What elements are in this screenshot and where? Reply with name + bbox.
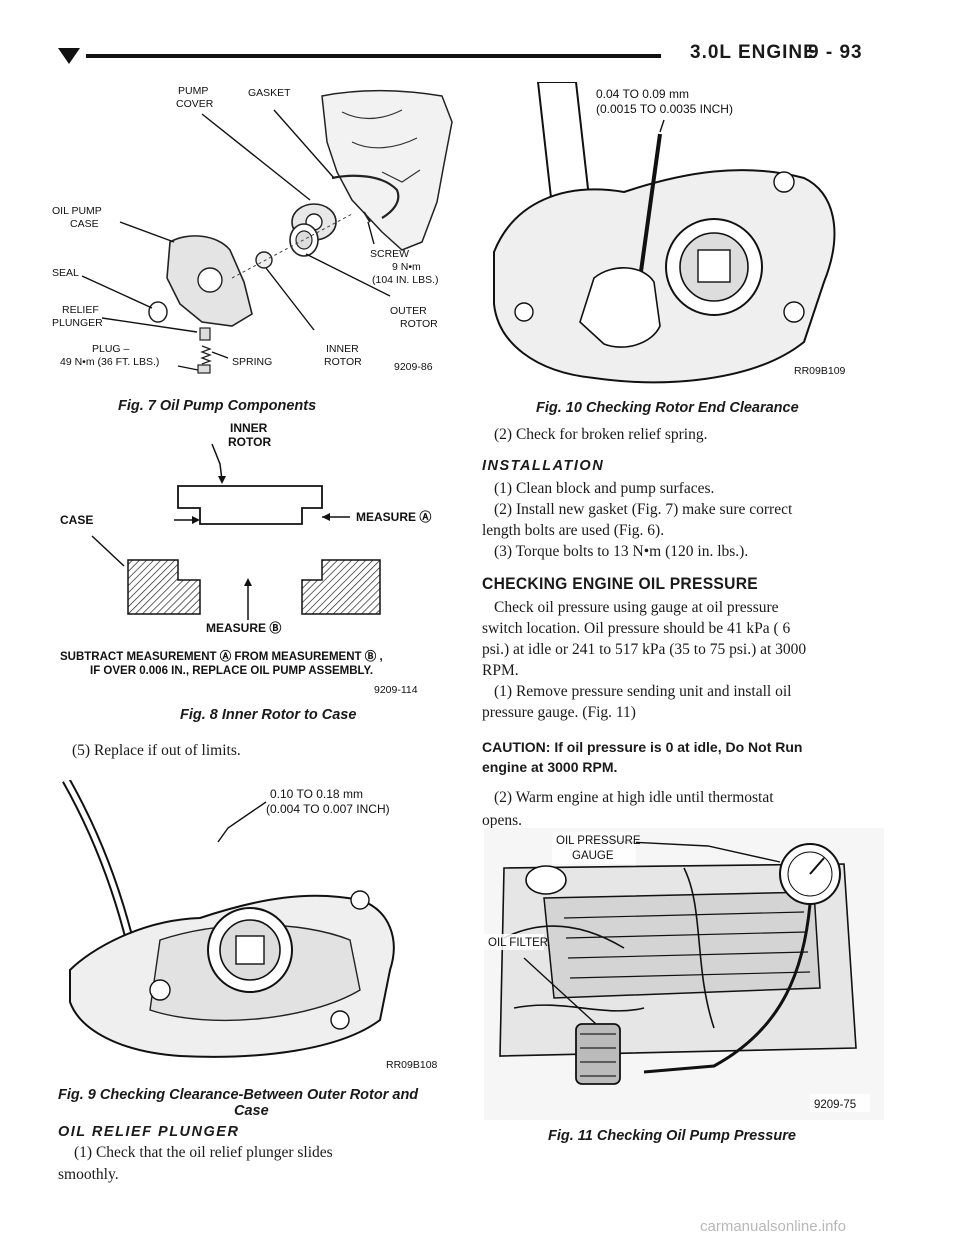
fig7-label-relief-plunger: RELIEF	[62, 304, 99, 316]
pressure-para-line4: RPM.	[482, 662, 519, 679]
fig7-label-screw-torque: 9 N•m	[392, 261, 421, 273]
fig7-caption: Fig. 7 Oil Pump Components	[118, 398, 317, 414]
fig7-label-pump-cover-2: COVER	[176, 98, 214, 110]
fig8-label-inner-rotor: INNER	[230, 421, 268, 435]
fig8-code: 9209-114	[374, 684, 418, 696]
fig7-label-inner-rotor-2: ROTOR	[324, 356, 362, 368]
fig9-spec-inch: (0.004 TO 0.007 INCH)	[266, 802, 390, 816]
pressure-step2-line2: opens.	[482, 812, 523, 829]
fig11-code: 9209-75	[814, 1099, 856, 1111]
fig9-checking-clearance-illustration: 0.10 TO 0.18 mm (0.004 TO 0.007 INCH) RR…	[62, 780, 438, 1071]
fig7-label-gasket: GASKET	[248, 87, 291, 99]
fig7-label-screw-torque-in: (104 IN. LBS.)	[372, 274, 439, 286]
pressure-para-line2: switch location. Oil pressure should be …	[482, 620, 791, 637]
fig8-inner-rotor-to-case-diagram: INNER ROTOR CASE MEASURE Ⓐ MEASURE Ⓑ SUB…	[60, 421, 431, 696]
header-triangle-icon	[58, 48, 80, 64]
pressure-para-line3: psi.) at idle or 241 to 517 kPa (35 to 7…	[482, 641, 807, 658]
step-replace-if-out-of-limits: (5) Replace if out of limits.	[72, 742, 241, 759]
oil-relief-step1-line1: (1) Check that the oil relief plunger sl…	[74, 1144, 333, 1161]
fig7-label-spring: SPRING	[232, 356, 272, 368]
installation-heading: INSTALLATION	[482, 458, 605, 474]
fig7-label-inner-rotor: INNER	[326, 343, 359, 355]
fig7-label-oil-pump-case-2: CASE	[70, 218, 99, 230]
fig10-checking-rotor-end-clearance-illustration: 0.04 TO 0.09 mm (0.0015 TO 0.0035 INCH) …	[493, 82, 846, 384]
fig10-spec-mm: 0.04 TO 0.09 mm	[596, 87, 689, 101]
fig7-label-relief-plunger-2: PLUNGER	[52, 317, 103, 329]
oil-relief-step1-line2: smoothly.	[58, 1166, 119, 1183]
fig7-label-oil-pump-case: OIL PUMP	[52, 205, 102, 217]
page-number: 9 - 93	[808, 42, 863, 63]
fig10-spec-inch: (0.0015 TO 0.0035 INCH)	[596, 102, 733, 116]
fig8-label-measure-b: MEASURE Ⓑ	[206, 620, 281, 635]
pressure-step1-line1: (1) Remove pressure sending unit and ins…	[494, 683, 792, 700]
fig8-label-case: CASE	[60, 513, 93, 527]
fig11-caption: Fig. 11 Checking Oil Pump Pressure	[548, 1128, 796, 1144]
fig8-note-line1: SUBTRACT MEASUREMENT Ⓐ FROM MEASUREMENT …	[60, 649, 383, 663]
fig9-spec-mm: 0.10 TO 0.18 mm	[270, 787, 363, 801]
footer-watermark[interactable]: carmanualsonline.info	[700, 1218, 846, 1235]
caution-line2: engine at 3000 RPM.	[482, 759, 618, 775]
header-rule	[86, 54, 661, 58]
fig7-oil-pump-components-illustration: PUMP COVER GASKET OIL PUMP CASE SEAL REL…	[52, 85, 453, 374]
step-check-broken-relief-spring: (2) Check for broken relief spring.	[494, 426, 708, 443]
fig8-note-line2: IF OVER 0.006 IN., REPLACE OIL PUMP ASSE…	[90, 665, 373, 677]
installation-step3: (3) Torque bolts to 13 N•m (120 in. lbs.…	[494, 543, 749, 560]
oil-relief-plunger-heading: OIL RELIEF PLUNGER	[58, 1124, 240, 1140]
fig9-code: RR09B108	[386, 1059, 438, 1071]
fig8-caption: Fig. 8 Inner Rotor to Case	[180, 707, 357, 723]
pressure-para-line1: Check oil pressure using gauge at oil pr…	[494, 599, 779, 616]
fig11-checking-oil-pump-pressure-illustration: OIL PRESSURE GAUGE OIL FILTER 9209-75	[484, 828, 884, 1120]
section-title: 3.0L ENGINE	[690, 42, 817, 63]
fig7-code: 9209-86	[394, 361, 433, 373]
pressure-step1-line2: pressure gauge. (Fig. 11)	[482, 704, 636, 721]
fig7-label-outer-rotor: OUTER	[390, 305, 427, 317]
fig7-label-screw: SCREW	[370, 248, 409, 260]
installation-step2-line2: length bolts are used (Fig. 6).	[482, 522, 665, 539]
fig7-label-outer-rotor-2: ROTOR	[400, 318, 438, 330]
caution-line1: CAUTION: If oil pressure is 0 at idle, D…	[482, 739, 803, 755]
installation-step1: (1) Clean block and pump surfaces.	[494, 480, 715, 497]
pressure-step2-line1: (2) Warm engine at high idle until therm…	[494, 789, 774, 806]
fig7-label-seal: SEAL	[52, 267, 79, 279]
fig10-code: RR09B109	[794, 365, 846, 377]
fig10-caption: Fig. 10 Checking Rotor End Clearance	[536, 400, 799, 416]
checking-oil-pressure-heading: CHECKING ENGINE OIL PRESSURE	[482, 574, 758, 593]
fig8-label-inner-rotor-2: ROTOR	[228, 435, 271, 449]
fig11-label-oil-pressure-gauge-2: GAUGE	[572, 850, 614, 862]
fig7-label-plug-torque: 49 N•m (36 FT. LBS.)	[60, 356, 159, 368]
installation-step2-line1: (2) Install new gasket (Fig. 7) make sur…	[494, 501, 793, 518]
fig11-label-oil-pressure-gauge: OIL PRESSURE	[556, 835, 641, 847]
fig11-label-oil-filter: OIL FILTER	[488, 937, 548, 949]
fig9-caption-line2: Case	[234, 1103, 269, 1119]
fig7-label-pump-cover: PUMP	[178, 85, 208, 97]
fig9-caption-line1: Fig. 9 Checking Clearance-Between Outer …	[58, 1087, 419, 1103]
fig8-label-measure-a: MEASURE Ⓐ	[356, 509, 431, 524]
fig7-label-plug: PLUG –	[92, 343, 130, 355]
